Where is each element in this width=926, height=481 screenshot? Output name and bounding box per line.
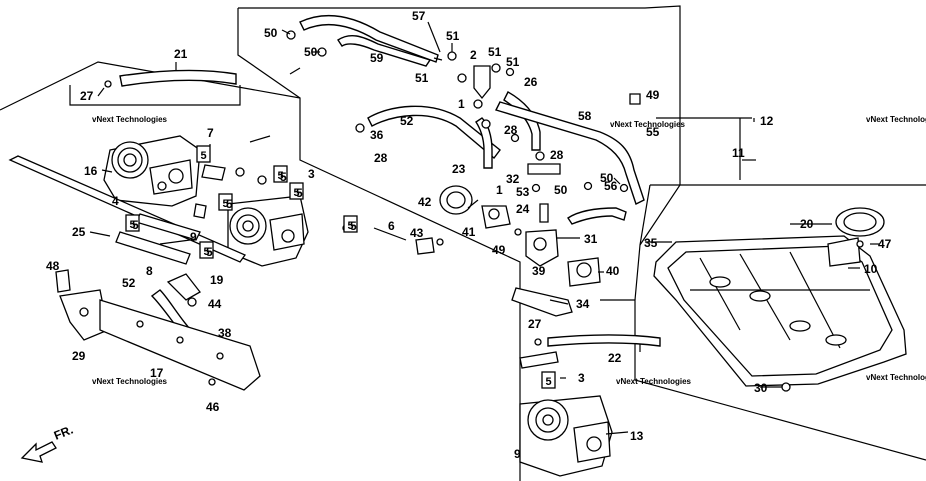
callout-41: 41 — [462, 225, 476, 239]
callout-46: 46 — [206, 400, 220, 414]
callout-28: 28 — [550, 148, 564, 162]
callout-17: 17 — [150, 366, 164, 380]
callout-3: 3 — [308, 167, 315, 181]
callout-4: 4 — [112, 194, 119, 208]
callout-27: 27 — [80, 89, 94, 103]
callout-40: 40 — [606, 264, 620, 278]
leader-lines — [89, 21, 880, 435]
watermarks: vNext Technologies vNext Technologies vN… — [92, 115, 926, 386]
callout-55: 55 — [646, 125, 660, 139]
callout-30: 30 — [754, 381, 768, 395]
callout-12: 12 — [760, 114, 774, 128]
watermark: vNext Technologies — [866, 115, 926, 124]
callout-5: 5 — [226, 197, 233, 211]
callout-48: 48 — [46, 259, 60, 273]
callout-43: 43 — [410, 226, 424, 240]
callout-35: 35 — [644, 236, 658, 250]
callout-50: 50 — [264, 26, 278, 40]
callout-50: 50 — [554, 183, 568, 197]
callout-10: 10 — [864, 262, 878, 276]
callout-52: 52 — [400, 114, 414, 128]
box-label: 5 — [200, 150, 206, 162]
box-label: 5 — [293, 187, 299, 199]
callout-23: 23 — [452, 162, 466, 176]
callout-16: 16 — [84, 164, 98, 178]
callout-34: 34 — [576, 297, 590, 311]
callout-51: 51 — [506, 55, 520, 69]
callout-49: 49 — [492, 243, 506, 257]
box-label: 5 — [347, 220, 353, 232]
box-label: 5 — [545, 376, 551, 388]
box-labels: 5 5 5 5 5 5 5 5 — [125, 145, 556, 389]
callout-21: 21 — [174, 47, 188, 61]
callout-7: 7 — [207, 126, 214, 140]
callout-28: 28 — [504, 123, 518, 137]
callout-58: 58 — [578, 109, 592, 123]
callout-31: 31 — [584, 232, 598, 246]
callout-50: 50 — [600, 171, 614, 185]
callout-42: 42 — [418, 195, 432, 209]
box-label: 5 — [222, 198, 228, 210]
watermark: vNext Technologies — [616, 377, 692, 386]
arrow-icon — [20, 441, 57, 463]
callout-24: 24 — [516, 202, 530, 216]
callout-3: 3 — [578, 371, 585, 385]
air-cleaner-case — [653, 207, 907, 392]
center-components — [439, 185, 601, 346]
callout-32: 32 — [506, 172, 520, 186]
box-label: 5 — [129, 219, 135, 231]
direction-label: FR. — [52, 423, 75, 443]
callout-26: 26 — [524, 75, 538, 89]
callout-38: 38 — [218, 326, 232, 340]
callout-numbers: 57 50 51 50 59 2 51 51 51 26 49 21 27 1 … — [46, 9, 892, 461]
callout-22: 22 — [608, 351, 622, 365]
upper-hoses — [119, 15, 661, 371]
callout-11: 11 — [732, 146, 745, 160]
callout-49: 49 — [646, 88, 660, 102]
callout-51: 51 — [446, 29, 460, 43]
carburetor-bottom — [519, 351, 613, 477]
callout-1: 1 — [496, 183, 503, 197]
callout-51: 51 — [415, 71, 429, 85]
callout-57: 57 — [412, 9, 426, 23]
callout-53: 53 — [516, 185, 530, 199]
watermark: vNext Technologies — [866, 373, 926, 382]
callout-1: 1 — [458, 97, 465, 111]
callout-9: 9 — [190, 230, 197, 244]
callout-51: 51 — [488, 45, 502, 59]
callout-39: 39 — [532, 264, 546, 278]
front-direction-indicator: FR. — [20, 423, 75, 463]
callout-9: 9 — [514, 447, 521, 461]
callout-8: 8 — [146, 264, 153, 278]
carburetor-upper-left — [103, 135, 201, 207]
box-label: 5 — [203, 246, 209, 258]
callout-25: 25 — [72, 225, 86, 239]
watermark: vNext Technologies — [92, 377, 168, 386]
callout-5: 5 — [206, 245, 213, 259]
callout-5: 5 — [350, 219, 357, 233]
callout-59: 59 — [370, 51, 384, 65]
callout-6: 6 — [388, 219, 395, 233]
callout-52: 52 — [122, 276, 136, 290]
callout-36: 36 — [370, 128, 384, 142]
callout-28: 28 — [374, 151, 388, 165]
callout-5: 5 — [296, 186, 303, 200]
callout-56: 56 — [604, 179, 618, 193]
callout-47: 47 — [878, 237, 892, 251]
callout-29: 29 — [72, 349, 86, 363]
callout-13: 13 — [630, 429, 644, 443]
callout-2: 2 — [470, 48, 477, 62]
callout-20: 20 — [800, 217, 814, 231]
callout-5: 5 — [280, 170, 287, 184]
callout-5: 5 — [132, 218, 139, 232]
callout-50: 50 — [304, 45, 318, 59]
callout-27: 27 — [528, 317, 542, 331]
watermark: vNext Technologies — [610, 120, 686, 129]
callout-19: 19 — [210, 273, 224, 287]
left-mechanical-parts — [8, 155, 444, 391]
callout-44: 44 — [208, 297, 222, 311]
watermark: vNext Technologies — [92, 115, 168, 124]
box-label: 5 — [277, 170, 283, 182]
